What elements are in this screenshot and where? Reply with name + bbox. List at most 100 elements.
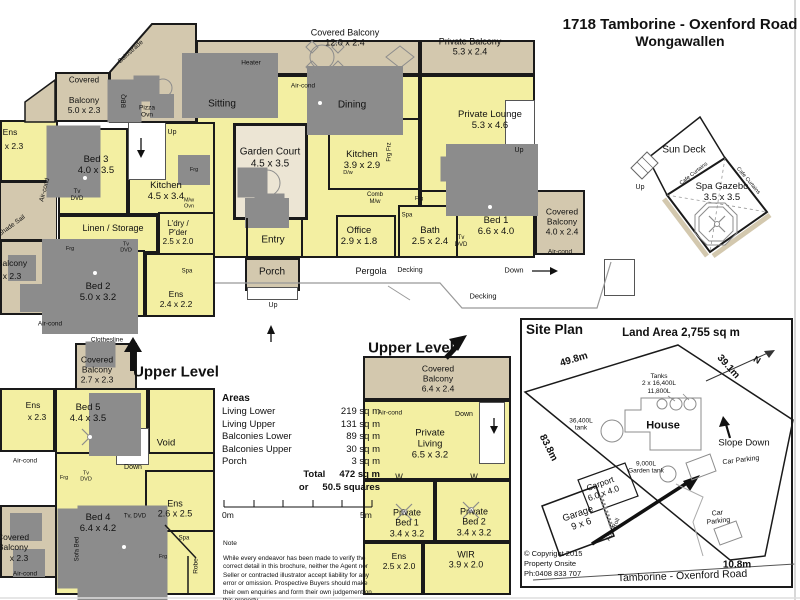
- lbl-wir: WIR 3.9 x 2.0: [448, 549, 484, 570]
- lbl-covered-right: Covered Balcony 4.0 x 2.4: [545, 206, 579, 236]
- lbl-up-porch: Up: [268, 301, 278, 309]
- scale-start-label: 0m: [222, 510, 234, 520]
- lbl-porch: Porch: [258, 266, 286, 278]
- lbl-down-deck: Down: [504, 265, 524, 275]
- gazebo-shadow-1: [711, 212, 772, 259]
- lbl-balcony-cut-a: Balcony: [0, 258, 28, 269]
- lbl-dw: D/w: [343, 169, 353, 176]
- lbl-wardrobe-1: W: [395, 472, 403, 482]
- lbl-ens-left-b: x 2.3: [4, 141, 24, 152]
- bench: [150, 94, 174, 118]
- lbl-spa-ens2: Spa: [181, 268, 193, 275]
- areas-total-row: Total 472 sq m: [222, 469, 380, 482]
- lbl-covered-balcony-top: Covered Balcony 12.0 x 2.4: [310, 27, 380, 48]
- lbl-spa-bed4: Spa: [178, 535, 190, 542]
- lbl-down-ur: Down: [455, 410, 473, 418]
- balcony-covered-right: [535, 190, 585, 255]
- lbl-aircond-ul: Air-cond: [12, 457, 38, 465]
- site-plan-heading: Site Plan: [526, 322, 584, 337]
- copyright-line: Property Onsite: [524, 558, 577, 568]
- lbl-up-lounge: Up: [514, 146, 524, 154]
- lbl-aircond-ulb: Air-cond: [12, 570, 38, 578]
- lbl-garden-court: Garden Court 4.5 x 3.5: [239, 146, 301, 170]
- areas-row-label: Balconies Lower: [222, 431, 292, 443]
- lbl-linen: Linen / Storage: [82, 222, 144, 233]
- lbl-frg-frz: Frg Frz: [386, 142, 393, 162]
- land-area-label: Land Area 2,755 sq m: [622, 327, 740, 339]
- lbl-heater: Heater: [241, 59, 261, 67]
- lbl-ens5-a: Ens: [25, 400, 41, 411]
- sundeck-step-line: [636, 161, 649, 174]
- sundeck-step-line: [641, 156, 654, 169]
- copyright-line: Ph:0408 833 707: [524, 568, 582, 578]
- lbl-entry: Entry: [261, 234, 285, 246]
- listing-address: 1718 Tamborine - Oxenford Road: [562, 16, 798, 33]
- disclaimer-note: Note While every endeavor has been made …: [223, 540, 379, 600]
- areas-row-value: 472 sq m: [339, 468, 380, 480]
- areas-row-label: Living Upper: [222, 418, 276, 430]
- lbl-covered-ul-a: Covered Balcony: [0, 532, 30, 552]
- room-ens2: [145, 253, 215, 317]
- lbl-sitting: Sitting: [208, 98, 236, 110]
- lbl-aircond-ur: Air-cond: [377, 409, 403, 417]
- lbl-ens5-b: x 2.3: [27, 412, 47, 423]
- balcony-left-wedge: [24, 78, 56, 123]
- room-bath: [398, 205, 458, 258]
- lbl-spa-gazebo: Spa Gazebo 3.5 x 3.5: [695, 181, 749, 203]
- lbl-bed3: Bed 3 4.0 x 3.5: [77, 154, 115, 176]
- lbl-private-bed2: Private Bed 2 3.4 x 3.2: [456, 506, 492, 538]
- lbl-house: House: [646, 419, 680, 432]
- lbl-ens-upper: Ens 2.5 x 2.0: [382, 551, 416, 571]
- lbl-bed4: Bed 4 6.4 x 4.2: [79, 512, 117, 534]
- lbl-covered-64: Covered Balcony 6.4 x 2.4: [421, 363, 455, 393]
- balcony-private: [420, 40, 535, 75]
- lbl-tvdvd-bed3: Tv DVD: [70, 189, 84, 202]
- lbl-bed2: Bed 2 5.0 x 3.2: [79, 281, 117, 303]
- lbl-tvdvd-bed4a: Tv DVD: [80, 470, 92, 483]
- lbl-private-lounge: Private Lounge 5.3 x 4.6: [458, 109, 522, 131]
- lbl-covered-ul-b: x 2.3: [9, 553, 29, 564]
- lbl-covered-left-a: Covered: [68, 75, 100, 85]
- areas-heading: Areas: [222, 393, 250, 404]
- areas-row-value: 3 sq m: [351, 456, 380, 468]
- lbl-10-8m: 10.8m: [722, 559, 752, 571]
- balcony-covered-64: [363, 356, 511, 400]
- lbl-slope-down: Slope Down: [718, 437, 770, 449]
- areas-row-label: Porch: [222, 456, 247, 468]
- lbl-ens4: Ens 2.6 x 2.5: [157, 498, 193, 519]
- lbl-robe: Robe: [192, 558, 200, 574]
- lbl-aircond-top: Air-cond: [290, 82, 316, 90]
- lbl-up-kitchen: Up: [167, 128, 177, 136]
- areas-row: Porch 3 sq m: [222, 456, 380, 469]
- lbl-mw-ovn: M/w Ovn: [183, 197, 195, 210]
- lbl-frg-bed1: Frg: [414, 195, 424, 202]
- lbl-kitchen-left: Kitchen 4.5 x 3.4: [147, 180, 185, 202]
- lbl-tvdvd-bed1: Tv DVD: [454, 235, 468, 248]
- lbl-frg-bed4b: Frg: [158, 553, 168, 560]
- lbl-clothesline: Clothesline: [90, 336, 124, 344]
- balcony-covered-left: [55, 72, 110, 122]
- lbl-aircond-bed2: Air-cond: [37, 320, 63, 328]
- lbl-tvdvd-bed2: Tv DVD: [120, 241, 132, 254]
- copyright-line: © Copyright 2015: [524, 549, 583, 558]
- areas-row-label: Total: [303, 468, 326, 480]
- copyright-block: © Copyright 2015 Property Onsite Ph:0408…: [524, 549, 582, 578]
- room-wir: [423, 542, 511, 595]
- porch-up-arrowhead: [267, 325, 275, 334]
- lbl-office: Office 2.9 x 1.8: [340, 225, 378, 247]
- steps-porch: [247, 287, 298, 300]
- areas-row-label: Balconies Upper: [222, 443, 292, 455]
- areas-row-value: 30 sq m: [346, 443, 380, 455]
- lbl-sun-deck: Sun Deck: [662, 144, 706, 156]
- lbl-down-void: Down: [124, 463, 142, 471]
- lbl-comb-mw: Comb M/w: [366, 192, 384, 205]
- areas-row-value: 219 sq m: [340, 406, 380, 417]
- lbl-bath: Bath 2.5 x 2.4: [411, 225, 449, 247]
- lbl-frg-bed2: Frg: [65, 245, 75, 252]
- lbl-void: Void: [156, 437, 176, 449]
- room-office: [336, 215, 396, 258]
- lbl-bed1: Bed 1 6.6 x 4.0: [477, 215, 515, 237]
